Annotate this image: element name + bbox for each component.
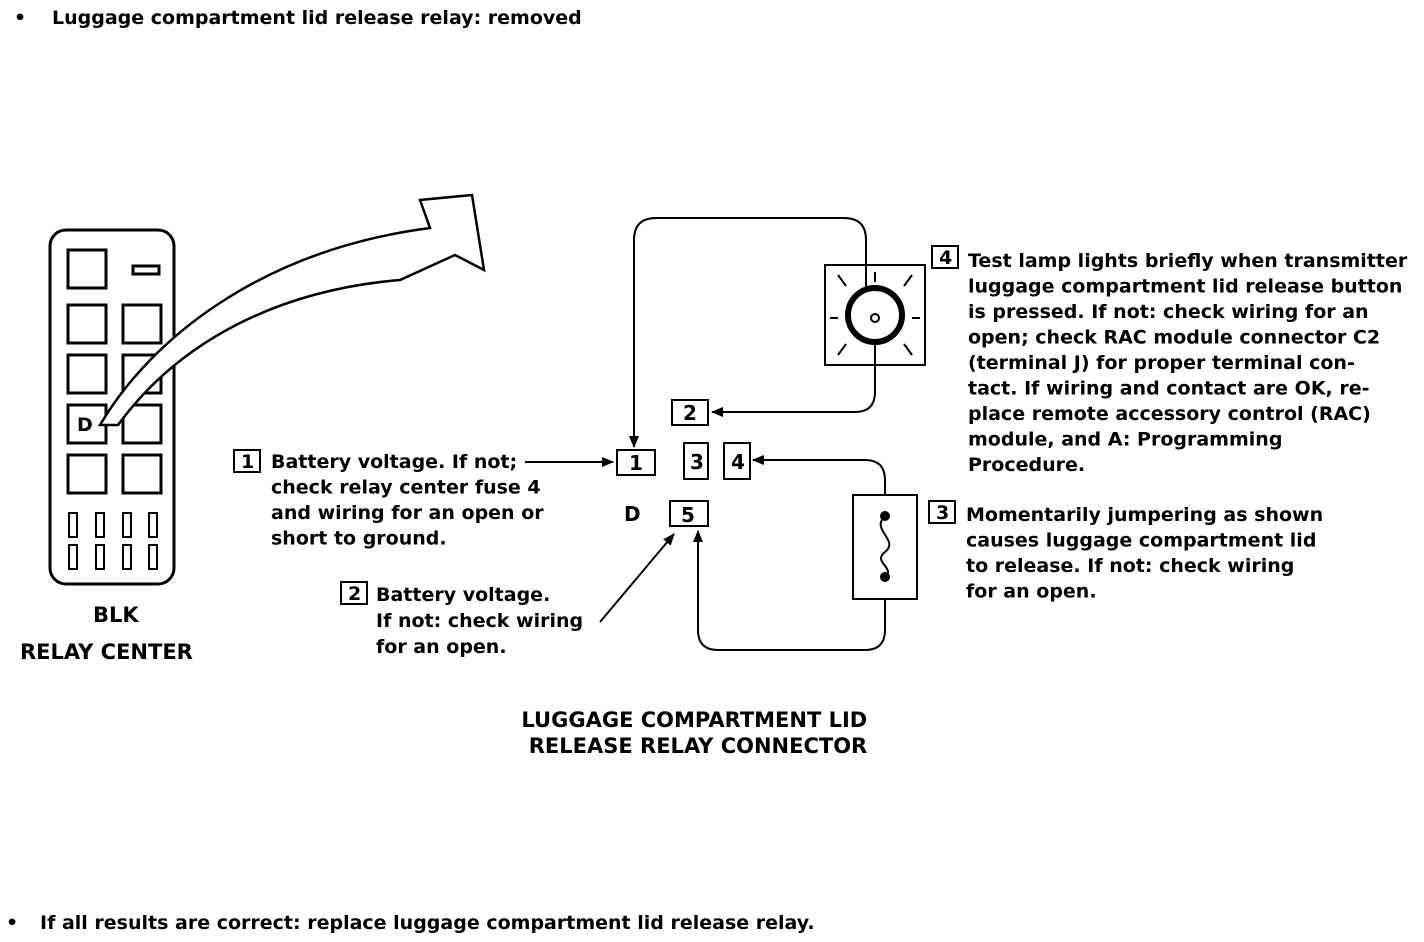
step-2-badge — [340, 581, 368, 605]
step-2-pointer — [599, 533, 675, 623]
step-4-number: 4 — [939, 247, 952, 269]
pin-4: 4 — [731, 450, 745, 474]
step-2-number: 2 — [348, 583, 361, 605]
step-4-badge — [931, 245, 959, 269]
header-bullet: • — [14, 7, 26, 29]
pin-3-box — [683, 442, 709, 480]
pin-5-box — [669, 500, 709, 527]
connector-caption: LUGGAGE COMPARTMENT LID RELEASE RELAY CO… — [521, 708, 874, 758]
relay-center-color: BLK — [93, 603, 139, 627]
header-note: Luggage compartment lid release relay: r… — [52, 7, 582, 29]
footer-bullet: • — [6, 912, 18, 934]
step-1-badge — [233, 449, 261, 473]
wire-jumper-to-pin4 — [752, 455, 886, 495]
pin-4-box — [723, 442, 751, 480]
pin-5: 5 — [681, 503, 695, 527]
relay-center-label: RELAY CENTER — [20, 640, 193, 664]
relay-slot-letter: D — [77, 414, 93, 436]
pin-1: 1 — [629, 451, 643, 475]
step-2-text: Battery voltage. If not: check wiring fo… — [376, 584, 590, 658]
step-3-number: 3 — [936, 502, 949, 524]
step-3-badge — [928, 500, 956, 524]
step-1-number: 1 — [241, 451, 254, 473]
relay-center — [48, 228, 176, 586]
connector-cavity-letter: D — [624, 502, 641, 526]
pin-2: 2 — [683, 401, 697, 425]
pin-3: 3 — [690, 450, 704, 474]
pin-2-box — [671, 399, 709, 426]
wire-jumper-to-pin5 — [693, 530, 886, 651]
footer-note: If all results are correct: replace lugg… — [40, 912, 815, 934]
wire-lamp-to-pin1 — [629, 217, 867, 448]
step-1-text: Battery voltage. If not; check relay cen… — [271, 451, 550, 550]
step-3-text: Momentarily jumpering as shown causes lu… — [966, 504, 1330, 603]
fused-jumper — [852, 494, 918, 600]
wire-lamp-to-pin2 — [711, 340, 876, 417]
step-4-text: Test lamp lights briefly when transmitte… — [968, 250, 1414, 476]
locator-arrow — [97, 193, 486, 427]
pin-1-box — [616, 449, 656, 476]
